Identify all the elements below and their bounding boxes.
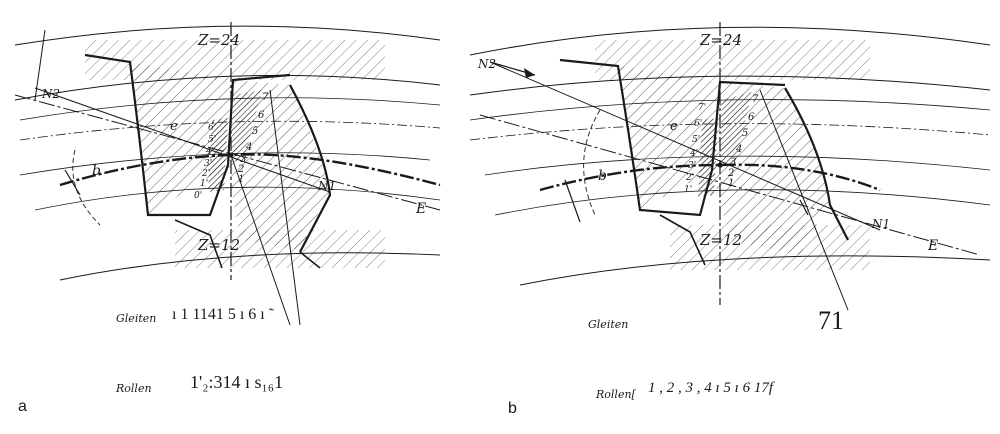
primed-b-3: 3' — [688, 161, 696, 171]
primed-a-6: 6' — [208, 123, 216, 133]
num-a-5: 5 — [252, 126, 258, 137]
primed-b-6: 6' — [694, 119, 702, 129]
num-b-4: 4 — [735, 144, 742, 155]
primed-a-0: 0' — [194, 191, 202, 201]
primed-b-2: 2' — [685, 173, 694, 183]
gleiten-label-b: Gleiten — [588, 318, 629, 331]
primed-b-5: 5' — [692, 135, 700, 145]
e-small-label-a: e — [170, 119, 178, 134]
numbers-a: 7 6 5 4 3 2 1 6' 5' 4' 3' 2' 1' 0' — [194, 92, 269, 201]
panel-a: Z=24 Z=12 N2 N1 E e b 7 6 5 4 3 2 1 6' 5… — [14, 22, 441, 326]
e-small-label-b: e — [670, 119, 678, 134]
num-b-5: 5 — [742, 128, 748, 139]
num-a-1: 1 — [238, 174, 244, 185]
num-b-3: 3 — [730, 157, 736, 168]
panel-label-a: a — [18, 398, 27, 415]
e-big-label-b: E — [927, 238, 938, 254]
primed-b-1: 1' — [684, 185, 692, 195]
num-b-7: 7 — [752, 94, 759, 105]
pitch-line-b — [539, 163, 881, 192]
gleiten-values-a: ı 1 1141 5 ı 6 ı ˜ — [172, 306, 275, 323]
panel-label-b: b — [508, 400, 517, 417]
num-b-2: 2 — [727, 168, 734, 179]
rollen-label-a: Rollen — [116, 382, 152, 395]
num-b-1: 1 — [728, 178, 734, 189]
z-top-label-a: Z=24 — [197, 31, 240, 49]
rollen-values-b: 1 , 2 , 3 , 4 ı 5 ı 6 17f — [648, 380, 774, 396]
rollen-values-a: 1'₂:314 ı s₁₆1 — [190, 372, 284, 392]
primed-b-4: 4' — [689, 149, 698, 159]
gleiten-label-a: Gleiten — [116, 312, 157, 325]
n1-label-b: N1 — [871, 217, 890, 231]
num-a-7: 7 — [262, 92, 269, 103]
b-label-b: b — [598, 168, 607, 184]
primed-a-1: 1' — [200, 179, 208, 189]
z-bottom-label-a: Z=12 — [197, 236, 240, 254]
num-a-3: 3 — [240, 154, 246, 165]
numbers-b: 7 6 5 4 3 2 1 7' 6' 5' 4' 3' 2' 1' — [684, 94, 759, 195]
primed-a-2: 2' — [201, 169, 210, 179]
n1-label-a: N1 — [317, 179, 336, 193]
primed-a-5: 5' — [208, 135, 216, 145]
b-label-a: b — [92, 163, 101, 179]
rollen-label-b: Rollen[ — [596, 388, 636, 401]
num-a-4: 4 — [245, 142, 252, 153]
gleiten-values-b: 71 — [818, 306, 844, 335]
e-big-label-a: E — [415, 201, 426, 217]
z-bottom-label-b: Z=12 — [699, 231, 742, 249]
num-b-6: 6 — [748, 112, 755, 123]
primed-a-3: 3' — [204, 159, 212, 169]
primed-a-4: 4' — [205, 147, 214, 157]
num-a-6: 6 — [258, 110, 265, 121]
z-top-label-b: Z=24 — [699, 31, 742, 49]
n2-label-b: N2 — [477, 57, 496, 71]
num-a-2: 2 — [237, 164, 244, 175]
n2-label-a: N2 — [41, 87, 60, 101]
panel-b: Z=24 Z=12 N2 N1 E e b 7 6 5 4 3 2 1 7' 6… — [469, 22, 991, 311]
primed-b-7: 7' — [698, 103, 706, 113]
